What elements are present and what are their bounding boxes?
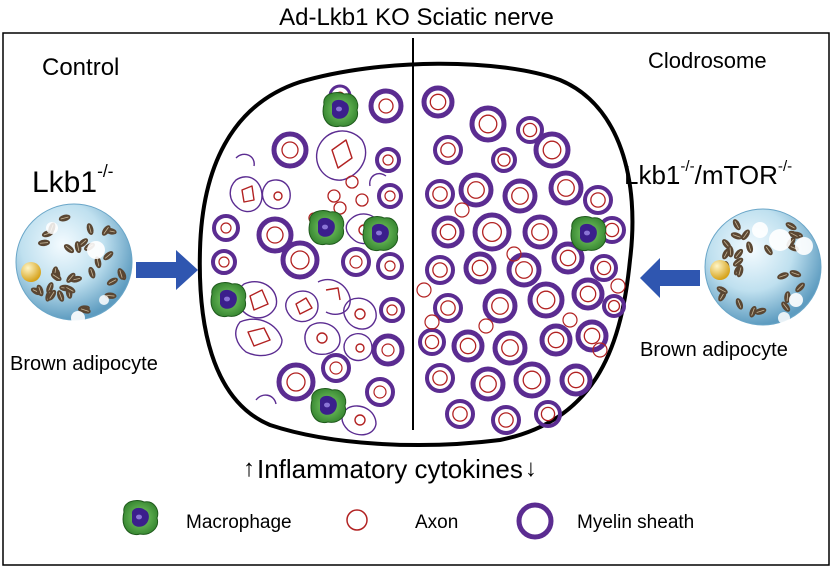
myelin-fiber [276,362,316,402]
myelin-fiber [280,240,320,280]
myelin-fiber [321,353,351,383]
genotype-right-sup-b: -/- [777,158,793,176]
legend-macrophage-label: Macrophage [186,512,292,533]
label-brown-adipocyte-left: Brown adipocyte [10,353,158,375]
myelin-fiber [534,400,562,428]
arrow-left-icon [640,258,700,298]
myelin-fiber [211,249,237,275]
legend-macrophage-icon [122,499,159,536]
myelin-fiber [559,363,593,397]
myelin-fiber [539,323,573,357]
myelin-fiber [212,214,240,242]
myelin-fiber [516,116,544,144]
myelin-fiber [368,88,404,124]
myelin-fiber [365,377,395,407]
brown-adipocyte-left [15,203,133,325]
myelin-fiber [377,183,403,209]
cytokines-text: Inflammatory cytokines [257,454,523,484]
nerve-right-half [416,85,626,435]
lipid-droplet [21,262,41,282]
nerve-left-half [210,84,405,436]
myelin-fiber [533,131,571,169]
myelin-fiber [482,288,518,324]
brown-adipocyte-right [704,208,822,326]
myelin-fiber [491,147,517,173]
axon-circle [478,318,494,334]
myelin-fiber [418,328,446,356]
axon-circle [506,246,522,262]
myelin-fiber [445,399,475,429]
myelin-fiber [379,297,405,323]
legend-myelin-label: Myelin sheath [577,512,695,533]
myelin-fiber [458,172,494,208]
outer-frame [2,32,830,566]
diagram-title: Ad-Lkb1 KO Sciatic nerve [279,4,554,31]
up-arrow-icon: ↑ [243,455,255,482]
arrow-right-icon [136,250,198,290]
legend-axon-icon [346,509,368,531]
myelin-fiber [341,247,371,277]
label-control: Control [42,54,120,81]
macrophage-icon [362,215,399,252]
myelin-fiber [492,330,528,366]
myelin-fiber [433,293,463,323]
myelin-fiber [590,254,618,282]
myelin-fiber [463,251,497,285]
myelin-fiber [575,319,609,353]
genotype-left-sup: -/- [97,161,114,182]
myelin-fiber [502,178,538,214]
myelin-fiber [433,135,463,165]
myelin-fiber [522,214,558,250]
label-brown-adipocyte-right: Brown adipocyte [640,339,788,361]
axon-circle [424,314,440,330]
myelin-fiber [425,363,455,393]
myelin-fiber [472,212,512,252]
myelin-fiber [491,405,521,435]
axon-circle [454,202,470,218]
myelin-fiber [271,131,309,169]
myelin-fiber [602,294,626,318]
myelin-fiber [425,255,455,285]
myelin-fiber [371,333,405,367]
genotype-right-sep: /mTOR [694,160,778,190]
genotype-right: Lkb1-/-/mTOR-/- [624,159,792,190]
lipid-droplet [710,260,730,280]
myelin-fiber [421,85,455,119]
myelin-fiber [551,241,585,275]
cytokines-label: ↑ Inflammatory cytokines ↓ [243,456,537,482]
myelin-fiber [527,281,565,319]
myelin-fiber [470,366,506,402]
axon-circle [592,342,608,358]
myelin-fiber [375,147,401,173]
myelin-fiber [256,216,294,254]
macrophage-icon [322,91,359,128]
myelin-fiber [431,215,465,249]
axon-circle [610,278,626,294]
genotype-right-sup-a: -/- [680,158,695,176]
down-arrow-icon: ↓ [524,455,537,482]
myelin-fiber [513,361,551,399]
macrophage-icon [308,209,345,246]
genotype-right-main: Lkb1 [624,160,681,190]
myelin-fiber [583,185,613,215]
legend-axon-label: Axon [415,512,459,533]
legend-myelin-icon [516,502,554,540]
axon-circle [562,312,578,328]
myelin-fiber [506,252,542,288]
myelin-fiber [571,277,605,311]
myelin-fiber [469,105,507,143]
myelin-fiber [425,179,455,209]
myelin-fiber [451,329,485,363]
macrophage-icon [310,387,347,424]
genotype-left-main: Lkb1 [32,166,98,199]
genotype-left: Lkb1-/- [32,163,113,199]
axon-circle [416,282,432,298]
myelin-fiber [376,252,404,280]
myelin-fiber [548,170,584,206]
macrophage-icon [210,281,247,318]
macrophage-icon [570,215,607,252]
label-clodrosome: Clodrosome [648,48,767,73]
